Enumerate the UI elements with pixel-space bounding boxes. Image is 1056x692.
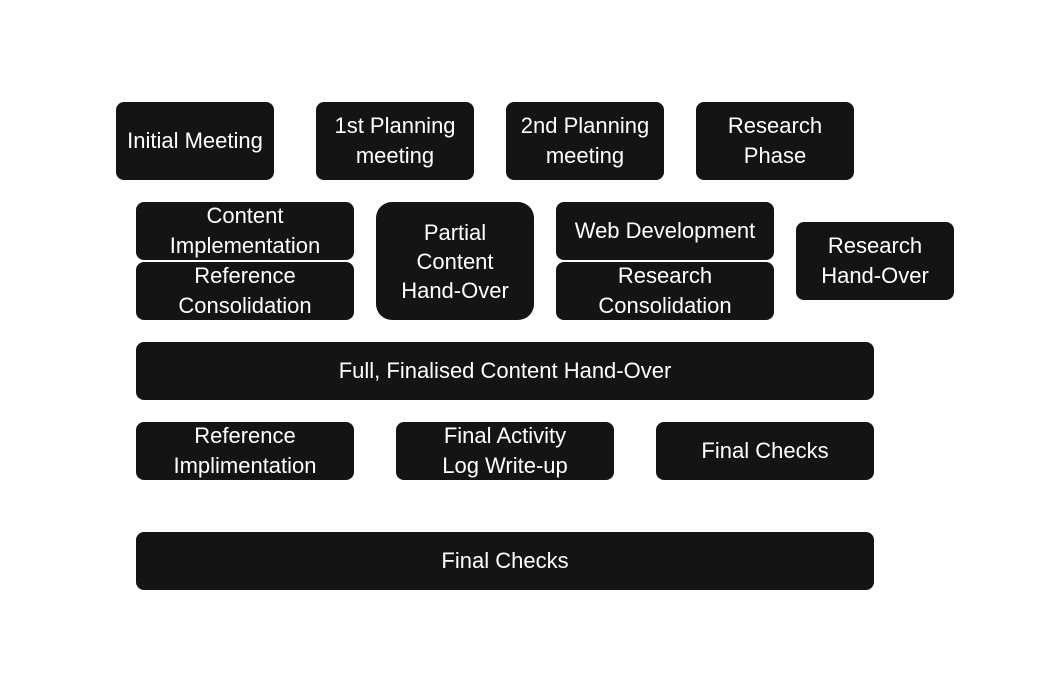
- reference-implementation-box: Reference Implimentation: [136, 422, 354, 480]
- content-implementation-box: Content Implementation: [136, 202, 354, 260]
- final-checks-box: Final Checks: [656, 422, 874, 480]
- second-planning-meeting-box: 2nd Planning meeting: [506, 102, 664, 180]
- final-activity-log-box: Final Activity Log Write-up: [396, 422, 614, 480]
- reference-consolidation-box: Reference Consolidation: [136, 262, 354, 320]
- partial-content-handover-box: Partial Content Hand-Over: [376, 202, 534, 320]
- first-planning-meeting-box: 1st Planning meeting: [316, 102, 474, 180]
- final-checks-wide-box: Final Checks: [136, 532, 874, 590]
- research-phase-box: Research Phase: [696, 102, 854, 180]
- research-consolidation-box: Research Consolidation: [556, 262, 774, 320]
- web-development-box: Web Development: [556, 202, 774, 260]
- initial-meeting-box: Initial Meeting: [116, 102, 274, 180]
- research-handover-box: Research Hand-Over: [796, 222, 954, 300]
- full-finalised-content-handover-box: Full, Finalised Content Hand-Over: [136, 342, 874, 400]
